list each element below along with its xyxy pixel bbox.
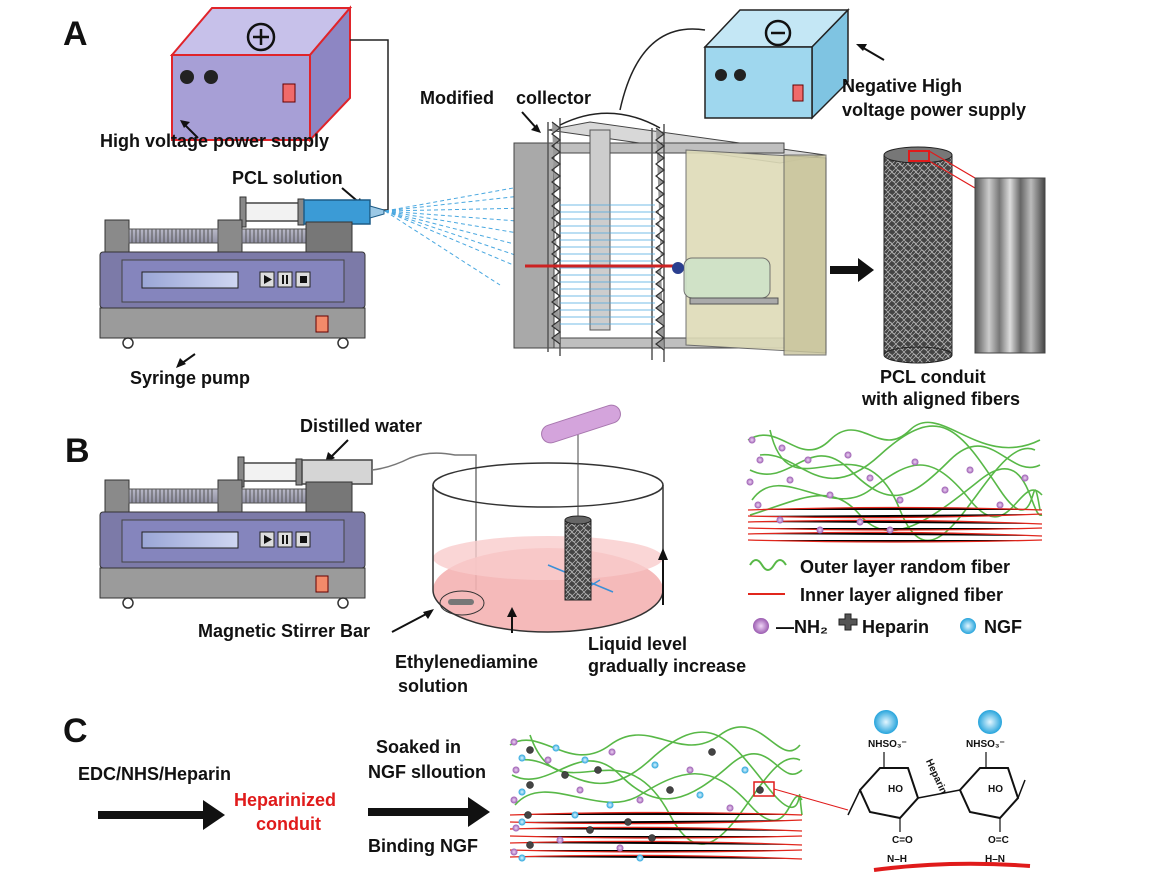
water-tube [371, 452, 477, 590]
syringe-a [239, 196, 385, 228]
legend-heparin: Heparin [862, 617, 929, 637]
amide-nh-right: H–N [985, 854, 1005, 865]
nhso3-left: NHSO₃⁻ [868, 739, 907, 750]
ho-right: HO [988, 784, 1003, 795]
pause-icon [277, 271, 293, 288]
minus-icon [764, 19, 792, 47]
legend-inner: Inner layer aligned fiber [800, 585, 1003, 605]
soaked-line2: NGF slloution [368, 762, 486, 782]
legend-outer: Outer layer random fiber [800, 557, 1010, 577]
ngf-icon [978, 710, 1002, 734]
ho-left: HO [888, 784, 903, 795]
soaked-line1: Soaked in [376, 737, 461, 757]
stirrer-bar-label: Magnetic Stirrer Bar [198, 621, 370, 641]
negative-power-supply [703, 8, 850, 120]
high-voltage-power-supply [169, 5, 353, 143]
ngf-icon [960, 618, 976, 634]
heparinized-line1: Heparinized [234, 790, 336, 810]
reagents-label: EDC/NHS/Heparin [78, 764, 231, 784]
eda-line1: Ethylenediamine [395, 652, 538, 672]
pcl-conduit [883, 146, 976, 364]
amide-c-right: O=C [988, 835, 1009, 846]
hv-supply-label: High voltage power supply [100, 131, 329, 151]
panel-label-a: A [63, 15, 88, 53]
panel-label-b: B [65, 432, 90, 470]
amide-c-left: C=O [892, 835, 913, 846]
panel-label-c: C [63, 712, 88, 750]
beaker [432, 430, 664, 633]
distilled-water-label: Distilled water [300, 416, 422, 436]
rotator-rod [541, 404, 621, 444]
hv-wire [350, 39, 389, 211]
conduit-line1: PCL conduit [880, 367, 986, 387]
syringe-pump-label: Syringe pump [130, 368, 250, 388]
collector-label: collector [516, 88, 591, 108]
legend-random-swatch [749, 559, 787, 571]
neg-wire [619, 28, 706, 111]
pause-icon [277, 531, 293, 548]
neg-supply-line1: Negative High [842, 76, 962, 96]
ngf-icon [874, 710, 898, 734]
syringe-pump-b [99, 456, 373, 609]
heparin-chem-label: Heparin [923, 758, 949, 796]
binding-label: Binding NGF [368, 836, 478, 856]
legend-ngf: NGF [984, 617, 1022, 637]
level-line1: Liquid level [588, 634, 687, 654]
electrospray-jets [384, 184, 531, 286]
heparin-cross-icon [838, 613, 858, 631]
collector-frame [513, 112, 827, 362]
modified-label: Modified [420, 88, 494, 108]
nh2-icon [753, 618, 769, 634]
nhso3-right: NHSO₃⁻ [966, 739, 1005, 750]
plus-icon [246, 22, 276, 52]
neg-supply-line2: voltage power supply [842, 100, 1026, 120]
heparinized-line2: conduit [256, 814, 321, 834]
legend-nh2: —NH₂ [776, 617, 828, 637]
pcl-solution-label: PCL solution [232, 168, 343, 188]
level-line2: gradually increase [588, 656, 746, 676]
amide-nh-left: N–H [887, 854, 907, 865]
fiber-scheme-b [746, 421, 1043, 543]
eda-line2: solution [398, 676, 468, 696]
sem-image [974, 177, 1046, 354]
heparin-structure: NHSO₃⁻ NHSO₃⁻ HO HO Heparin C=O O=C N–H … [847, 710, 1031, 872]
syringe-pump-a [99, 219, 366, 349]
conduit-line2: with aligned fibers [861, 389, 1020, 409]
fiber-scheme-c [509, 726, 849, 862]
